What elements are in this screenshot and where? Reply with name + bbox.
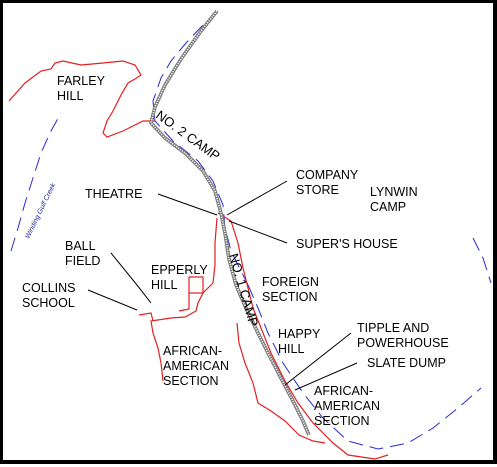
epperly-hill-label: EPPERLY HILL xyxy=(151,263,211,292)
foreign-section-label: FOREIGN SECTION xyxy=(262,275,322,304)
slate-dump-leader xyxy=(294,362,358,391)
collins-school-leader xyxy=(87,289,138,311)
african-american-section-west-label: AFRICAN- AMERICAN SECTION xyxy=(163,344,232,388)
tipple-powerhouse-label: TIPPLE AND POWERHOUSE xyxy=(357,321,449,350)
african-american-section-south-label: AFRICAN- AMERICAN SECTION xyxy=(314,384,383,428)
east-boundary xyxy=(217,212,389,460)
epperly-hill-connector xyxy=(178,293,190,312)
farley-hill-boundary xyxy=(8,60,155,138)
theatre-label: THEATRE xyxy=(85,187,142,201)
slate-dump-label: SLATE DUMP xyxy=(367,356,446,370)
epperly-hill-plot xyxy=(188,276,204,294)
happy-hill-label: HAPPY HILL xyxy=(278,327,324,356)
west-boundary xyxy=(150,217,218,382)
no1-camp-label: NO. 1 CAMP xyxy=(226,252,261,328)
ball-field-label: BALL FIELD xyxy=(65,239,100,268)
company-store-leader xyxy=(226,180,288,216)
lynwin-camp-label: LYNWIN CAMP xyxy=(370,185,421,214)
creek-line-north xyxy=(152,10,249,286)
railroad-ties xyxy=(150,10,310,436)
supers-house-leader xyxy=(228,220,288,244)
farley-hill-label: FARLEY HILL xyxy=(57,74,108,103)
theatre-leader xyxy=(157,193,218,216)
collins-school-label: COLLINS SCHOOL xyxy=(22,281,79,310)
tipple-leader xyxy=(284,332,352,386)
creek-line-east xyxy=(472,237,492,284)
ball-field-leader xyxy=(110,252,152,304)
company-store-label: COMPANY STORE xyxy=(296,168,362,197)
map-canvas: Winding Gulf Creek FARLEY HILL NO. 2 CAM… xyxy=(8,9,492,460)
creek-line-south xyxy=(247,284,482,450)
creek-line-west xyxy=(10,112,62,252)
south-boundary xyxy=(236,322,326,444)
collins-school-plot xyxy=(138,312,154,322)
supers-house-label: SUPER'S HOUSE xyxy=(296,237,398,251)
